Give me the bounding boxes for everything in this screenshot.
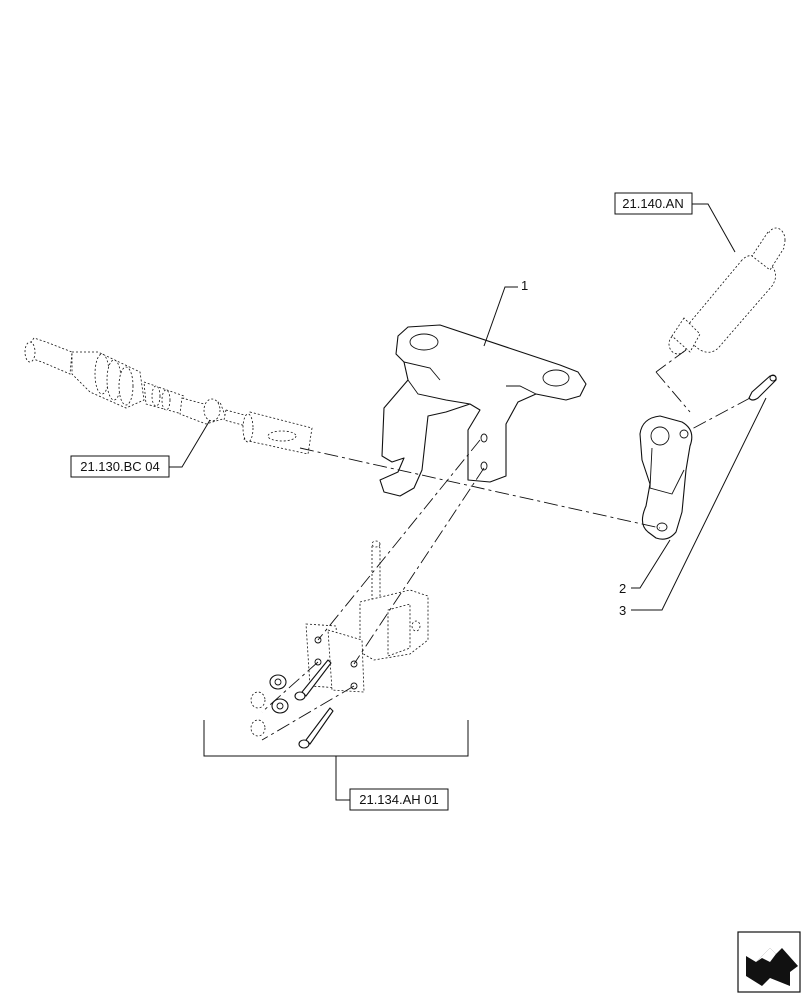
leader-line [692,203,736,253]
washer-upper [250,691,266,709]
callout-number-1[interactable]: 1 [521,278,528,293]
pin-part-3 [748,374,777,401]
bolt-lower [298,707,334,749]
reference-text: 21.130.BC 04 [80,459,160,474]
reference-label-21-130-bc-04[interactable]: 21.130.BC 04 [70,455,170,478]
reference-text: 21.140.AN [622,196,683,211]
mount-assembly [305,540,429,693]
reference-label-21-134-ah-01[interactable]: 21.134.AH 01 [349,788,449,811]
callout-number-3[interactable]: 3 [619,603,626,618]
assembly-lines [261,349,751,741]
leader-line [631,397,767,611]
cable-part [24,337,313,455]
nut-upper [269,674,287,690]
group-bracket [203,720,469,757]
leader-line [483,286,518,347]
lever-part-2 [639,415,693,540]
reference-text: 21.134.AH 01 [359,792,439,807]
leader-line [169,419,211,468]
nut-lower [271,698,289,714]
next-page-arrow-icon[interactable] [737,931,801,993]
bolt-upper [294,659,332,701]
leader-line [631,539,671,589]
shaft-part [668,227,786,355]
leader-line [335,756,350,801]
reference-label-21-140-an[interactable]: 21.140.AN [614,192,693,215]
callout-number-2[interactable]: 2 [619,581,626,596]
washer-lower [250,719,266,737]
bracket-part-1 [379,324,587,497]
